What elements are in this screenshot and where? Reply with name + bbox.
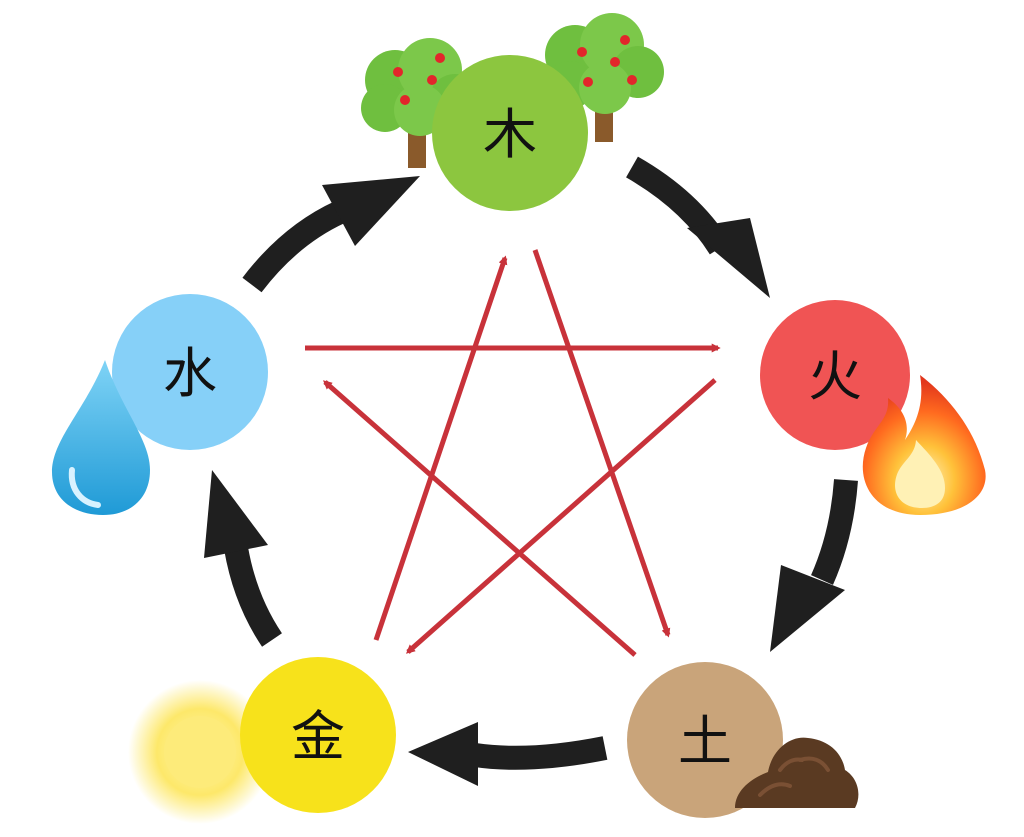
element-label-metal: 金 [291,705,345,768]
arrow-metal-to-wood [373,255,508,641]
sun-icon [128,680,272,824]
element-label-earth: 土 [678,710,732,773]
node-fire: 火 [760,300,910,450]
arrow-fire-to-earth [770,479,858,652]
arrow-metal-to-water [204,470,283,647]
arrow-fire-to-metal [405,378,717,654]
node-metal: 金 [240,657,396,813]
element-label-fire: 火 [808,345,862,408]
element-label-water: 水 [163,342,217,405]
node-earth: 土 [627,662,783,818]
apple-tree-icon [361,13,664,168]
node-wood: 木 [432,55,588,211]
arrow-wood-to-fire [626,156,770,298]
flame-icon [862,375,986,515]
apple-tree-right [545,13,664,142]
arrow-earth-to-water [322,380,637,657]
arrow-earth-to-metal [408,722,608,786]
node-water: 水 [112,294,268,450]
soil-mound-icon [735,737,859,808]
water-drop-icon [52,360,150,515]
arrow-wood-to-earth [532,249,671,638]
element-label-wood: 木 [483,103,537,166]
generating-cycle [204,156,858,786]
overcoming-cycle [305,249,721,657]
arrow-water-to-wood [242,176,420,293]
